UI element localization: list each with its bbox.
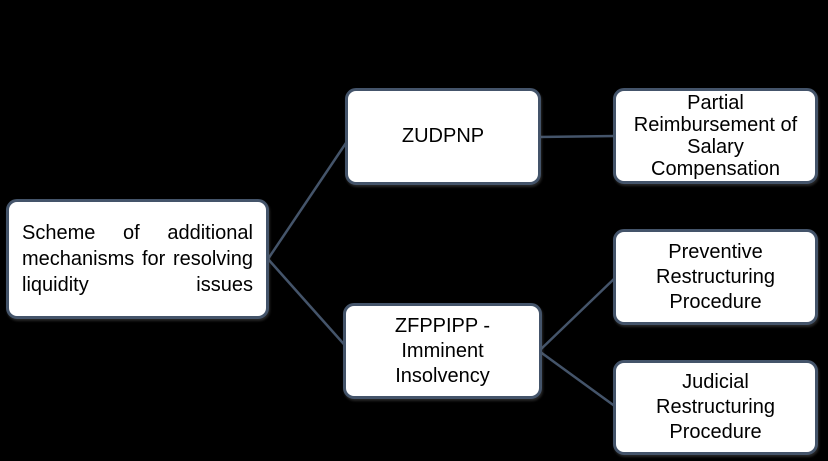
node-preventive-restructuring: Preventive Restructuring Procedure [613, 229, 818, 325]
connector-root-zudpnp [266, 136, 352, 260]
node-zfppipp-imminent-insolvency: ZFPPIPP - Imminent Insolvency [343, 303, 542, 399]
connector-zfppipp-preventive [538, 276, 617, 352]
node-zudpnp: ZUDPNP [345, 88, 541, 185]
node-judicial-restructuring-label: Judicial Restructuring Procedure [656, 371, 775, 443]
node-zfppipp-label: ZFPPIPP - Imminent Insolvency [394, 314, 491, 387]
connector-root-zfppipp [267, 258, 351, 352]
connector-zfppipp-judicial [538, 349, 617, 409]
node-zudpnp-label: ZUDPNP [401, 125, 485, 147]
node-partial-reimbursement: Partial Reimbursement of Salary Compensa… [613, 88, 818, 184]
connector-zudpnp-partial [537, 134, 617, 139]
node-partial-reimbursement-label: Partial Reimbursement of Salary Compensa… [633, 92, 798, 180]
node-scheme-root: Scheme of additional mechanisms for reso… [6, 199, 269, 319]
node-preventive-restructuring-label: Preventive Restructuring Procedure [656, 240, 775, 313]
node-judicial-restructuring: Judicial Restructuring Procedure [613, 360, 818, 455]
